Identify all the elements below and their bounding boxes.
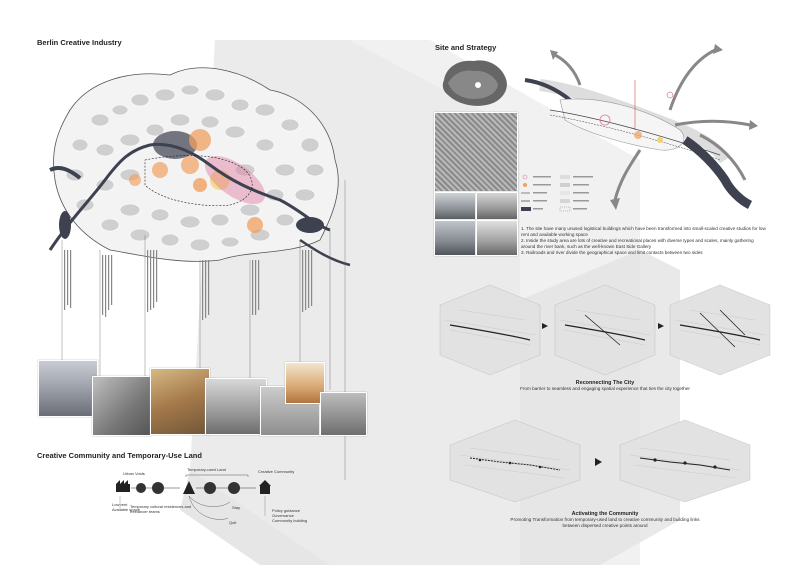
berlin-silhouette-map [442, 60, 507, 106]
stage-label-temporary-land: Temporary-used Land [187, 467, 226, 472]
photo-concert-hall [38, 360, 98, 417]
photo-street-view [92, 376, 152, 436]
site-map-legend [520, 173, 630, 226]
note-policy-guidance: Policy guidance [272, 508, 301, 513]
reconnect-title: Reconnecting The City [575, 380, 635, 386]
photo-warehouse [320, 392, 367, 436]
berlin-creative-map [48, 67, 351, 267]
creative-community-title: Creative Community and Temporary-Use Lan… [37, 451, 202, 460]
activate-body-line2: between dispersed creative points around [562, 523, 648, 528]
activate-body-line1: Promoting Transformation from temporary-… [510, 517, 700, 522]
site-strategy-map [524, 44, 758, 210]
note-low-rent: Low rent [112, 502, 128, 507]
note-community-building: Community building [272, 518, 308, 523]
strategy-point-2: 2. Inside the study area are lots of cre… [521, 238, 754, 249]
reconnecting-city-diagrams [439, 284, 771, 376]
photo-site-building-4 [476, 220, 518, 256]
activate-title: Activating the Community [571, 511, 639, 517]
photo-art-figure [285, 362, 325, 404]
label-quit: Quit [229, 520, 237, 525]
stage-label-urban-voids: Urban Voids [123, 471, 145, 476]
reconnect-body: From barrier to seamless and engaging sp… [520, 386, 690, 391]
activating-community-diagrams [449, 419, 751, 503]
site-strategy-title: Site and Strategy [435, 43, 497, 52]
note-governance: Governance [272, 513, 294, 518]
note-available-space: Available space [112, 507, 140, 512]
creative-flow-diagram [116, 474, 271, 520]
photo-autumn-street [150, 368, 210, 435]
annotation-columns [64, 250, 354, 375]
tent-icon [183, 481, 195, 494]
photo-historic-building [205, 378, 267, 435]
note-temporary-residences: Temporary cultural residences and freela… [130, 504, 192, 514]
aerial-photo-site [434, 112, 518, 192]
strategy-point-1: 1. The site have many unused logistical … [521, 226, 766, 237]
factory-icon [116, 480, 130, 492]
photo-site-building-1 [434, 192, 476, 220]
photo-site-building-2 [476, 192, 518, 220]
label-stay: Stay [232, 505, 241, 510]
house-icon [259, 480, 271, 494]
photo-site-building-3 [434, 220, 476, 256]
stage-label-creative-community: Creative Community [258, 469, 295, 474]
berlin-creative-industry-title: Berlin Creative Industry [37, 38, 122, 47]
strategy-point-3: 3. Railroads and river divide the geogra… [521, 250, 703, 255]
